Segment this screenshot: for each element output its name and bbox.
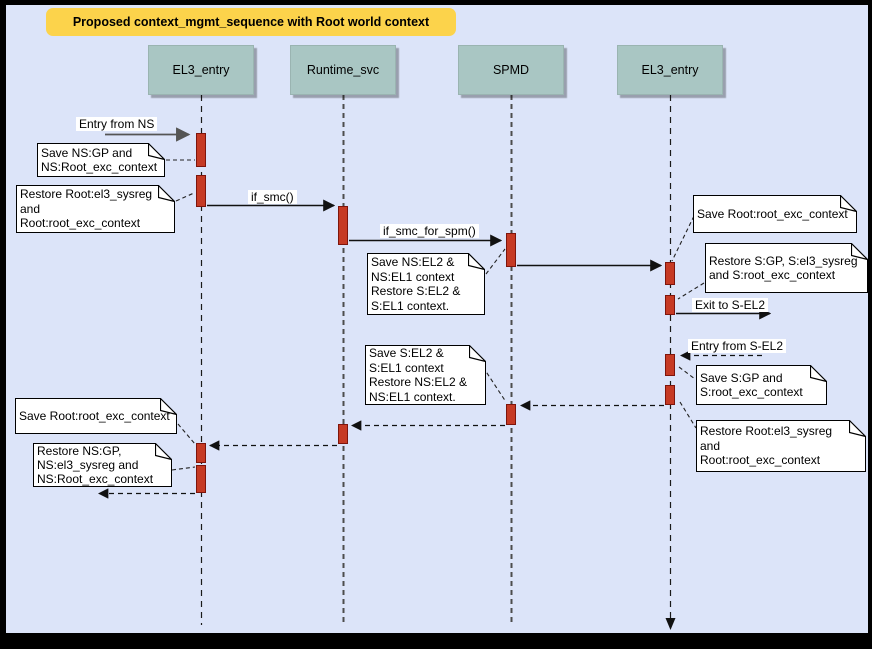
folded-corner-icon	[849, 420, 866, 437]
actor-el3-entry-right: EL3_entry	[617, 45, 723, 95]
connector-note-save-s-el2	[482, 366, 507, 403]
folded-corner-icon	[810, 365, 827, 382]
activation-el3r-1	[665, 262, 675, 285]
folded-corner-icon	[148, 143, 165, 160]
actor-runtime-svc: Runtime_svc	[290, 45, 396, 95]
label-exit-to-sel2: Exit to S-EL2	[692, 298, 769, 312]
label-if-smc-for-spm: if_smc_for_spm()	[380, 224, 479, 238]
folded-corner-icon	[851, 243, 868, 260]
diagram-title: Proposed context_mgmt_sequence with Root…	[46, 8, 456, 36]
note-save-s-el2: Save S:EL2 & S:EL1 context Restore NS:EL…	[365, 345, 486, 405]
note-restore-root-right: Restore Root:el3_sysreg and Root:root_ex…	[696, 420, 866, 472]
activation-el3r-2	[665, 295, 675, 315]
note-save-root-left: Save Root:root_exc_context	[15, 398, 177, 434]
label-if-smc: if_smc()	[248, 190, 297, 204]
activation-el3l-2	[196, 175, 206, 207]
activation-el3l-1	[196, 133, 206, 167]
folded-corner-icon	[840, 195, 857, 212]
diagram-title-text: Proposed context_mgmt_sequence with Root…	[72, 15, 430, 29]
connector-note-save-root-right	[671, 215, 695, 262]
note-text: Restore S:GP, S:el3_sysreg and S:root_ex…	[709, 253, 858, 283]
connector-note-save-s-gp	[678, 366, 696, 380]
actor-label: EL3_entry	[641, 63, 699, 77]
activation-runtime-2	[338, 424, 348, 444]
folded-corner-icon	[158, 185, 175, 202]
note-text: Restore Root:el3_sysreg and Root:root_ex…	[700, 424, 833, 468]
connector-note-restore-root-left-top	[175, 192, 195, 202]
activation-el3l-4	[196, 465, 206, 493]
label-entry-from-sel2: Entry from S-EL2	[688, 339, 787, 353]
folded-corner-icon	[155, 443, 172, 460]
connector-note-restore-s-gp	[677, 282, 705, 300]
actor-el3-entry-left: EL3_entry	[148, 45, 254, 95]
lifeline-end-arrow-icon	[665, 618, 676, 630]
connector-note-save-ns-el2	[485, 248, 506, 275]
note-text: Restore Root:el3_sysreg and Root:root_ex…	[20, 187, 153, 231]
activation-el3r-3	[665, 354, 675, 376]
note-restore-ns-gp: Restore NS:GP, NS:el3_sysreg and NS:Root…	[33, 443, 172, 487]
connector-note-restore-root-right	[679, 401, 697, 429]
activation-el3l-3	[196, 443, 206, 463]
label-entry-from-ns: Entry from NS	[76, 117, 158, 131]
note-text: Save Root:root_exc_context	[19, 408, 170, 423]
actor-label: Runtime_svc	[306, 63, 380, 77]
actor-spmd: SPMD	[458, 45, 564, 95]
note-text: Save Root:root_exc_context	[697, 206, 848, 221]
note-save-ns-gp: Save NS:GP and NS:Root_exc_context	[37, 143, 165, 177]
activation-runtime-1	[338, 206, 348, 245]
activation-spmd-2	[506, 404, 516, 425]
note-save-s-gp: Save S:GP and S:root_exc_context	[696, 365, 827, 405]
actor-label: SPMD	[492, 63, 530, 77]
note-save-ns-el2: Save NS:EL2 & NS:EL1 context Restore S:E…	[367, 253, 485, 315]
note-text: Save NS:EL2 & NS:EL1 context Restore S:E…	[371, 255, 461, 313]
note-text: Save S:GP and S:root_exc_context	[700, 370, 803, 400]
note-text: Save S:EL2 & S:EL1 context Restore NS:EL…	[369, 346, 468, 404]
activation-spmd-1	[506, 233, 516, 267]
note-restore-s-gp: Restore S:GP, S:el3_sysreg and S:root_ex…	[705, 243, 868, 293]
connector-note-save-root-left	[177, 423, 196, 445]
actor-label: EL3_entry	[172, 63, 230, 77]
folded-corner-icon	[468, 253, 485, 270]
note-text: Restore NS:GP, NS:el3_sysreg and NS:Root…	[37, 444, 154, 486]
activation-el3r-4	[665, 385, 675, 405]
folded-corner-icon	[160, 398, 177, 415]
note-text: Save NS:GP and NS:Root_exc_context	[41, 145, 158, 175]
folded-corner-icon	[469, 345, 486, 362]
note-restore-root-left-top: Restore Root:el3_sysreg and Root:root_ex…	[16, 185, 175, 233]
connector-note-restore-ns-gp	[171, 466, 196, 471]
note-save-root-right: Save Root:root_exc_context	[693, 195, 857, 233]
